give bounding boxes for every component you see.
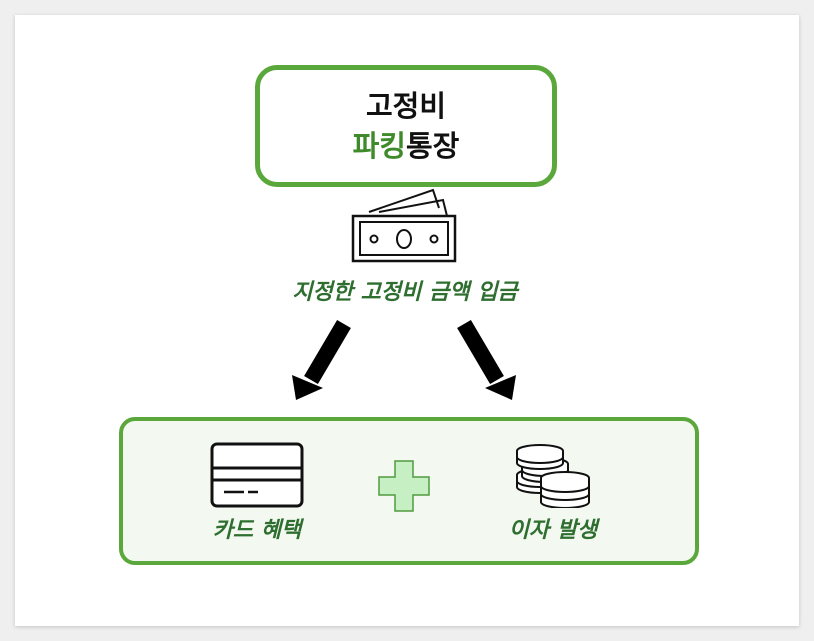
account-title-line1: 고정비 bbox=[365, 89, 447, 123]
account-title-accent: 파킹 bbox=[352, 129, 406, 163]
card-benefit-label: 카드 혜택 bbox=[212, 518, 302, 543]
arrow-down-left-icon bbox=[292, 319, 351, 400]
money-icon bbox=[351, 188, 457, 263]
deposit-label: 지정한 고정비 금액 입금 bbox=[292, 280, 518, 305]
coins-icon bbox=[516, 444, 590, 508]
fixed-cost-parking-account-box: 고정비 파킹통장 bbox=[255, 65, 557, 187]
account-title-rest: 통장 bbox=[406, 129, 460, 163]
plus-icon bbox=[378, 460, 430, 512]
interest-label: 이자 발생 bbox=[508, 518, 598, 543]
credit-card-icon bbox=[210, 442, 304, 508]
arrow-down-right-icon bbox=[457, 319, 516, 400]
account-title-line2: 파킹통장 bbox=[353, 126, 460, 166]
